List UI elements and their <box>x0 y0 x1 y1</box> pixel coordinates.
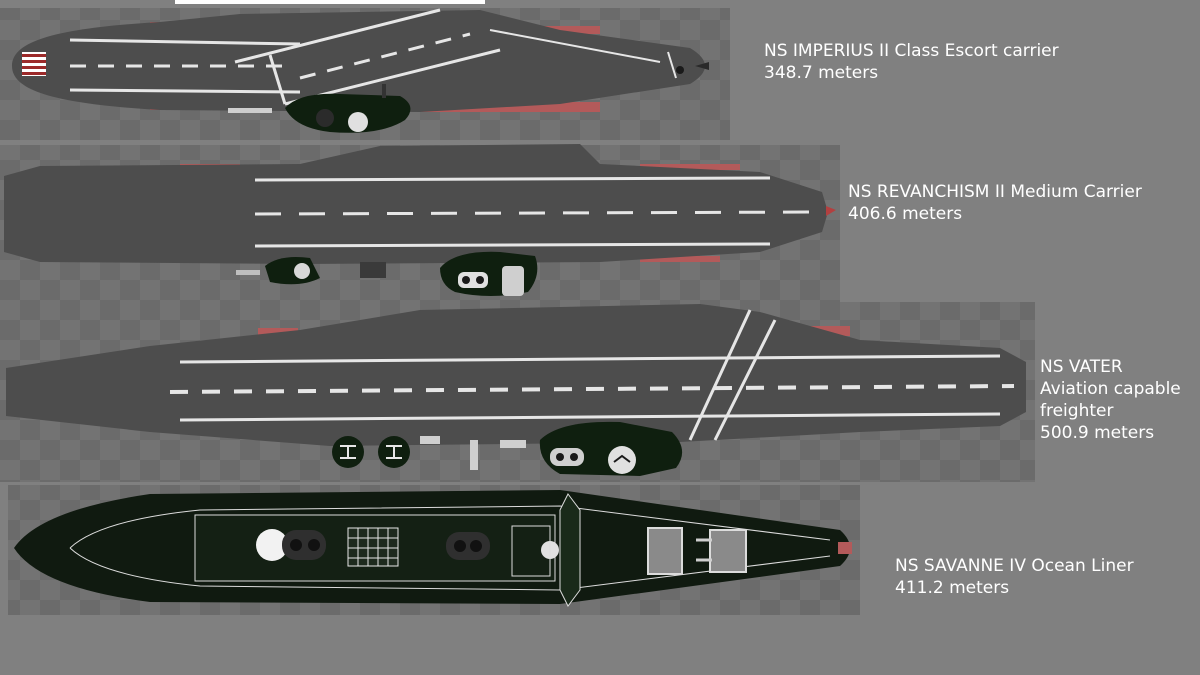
ship-savanne <box>14 490 852 607</box>
stern-hatch-marking <box>22 52 46 76</box>
bow-fixture <box>676 66 684 74</box>
flight-deck <box>12 10 705 112</box>
flight-deck <box>4 144 828 264</box>
funnel-light <box>256 529 288 561</box>
ship-label-savanne: NS SAVANNE IV Ocean Liner 411.2 meters <box>895 555 1134 599</box>
island-superstructure <box>420 421 683 476</box>
top-edge-strip <box>175 0 485 4</box>
ship-name: NS REVANCHISM II Medium Carrier <box>848 182 1142 202</box>
ship-label-vater: NS VATER Aviation capable freighter 500.… <box>1040 356 1181 444</box>
flight-deck <box>6 304 1026 446</box>
hull-red-stripe <box>420 102 600 112</box>
ship-type-line-2: freighter <box>1040 401 1114 421</box>
funnel <box>446 532 490 560</box>
island-superstructure <box>285 84 411 133</box>
island-superstructure <box>236 251 538 296</box>
ship-length: 411.2 meters <box>895 578 1010 598</box>
helipad-marking <box>378 436 410 468</box>
deck-grate <box>347 527 399 567</box>
ship-name: NS IMPERIUS II Class Escort carrier <box>764 41 1059 61</box>
ship-length: 348.7 meters <box>764 63 879 83</box>
ship-imperius <box>12 8 709 133</box>
deck-crane <box>228 108 272 113</box>
ship-length: 406.6 meters <box>848 204 963 224</box>
ship-type-line-1: Aviation capable <box>1040 379 1181 399</box>
ship-label-revanchism: NS REVANCHISM II Medium Carrier 406.6 me… <box>848 181 1142 225</box>
hull-red-stripe <box>640 256 720 262</box>
funnel <box>282 530 326 560</box>
ship-label-imperius: NS IMPERIUS II Class Escort carrier 348.… <box>764 40 1059 84</box>
hull-red-stripe <box>640 164 740 170</box>
hull-red-stripe <box>838 542 852 554</box>
ship-name: NS SAVANNE IV Ocean Liner <box>895 556 1134 576</box>
deck-hatch <box>647 527 683 575</box>
ship-length: 500.9 meters <box>1040 423 1155 443</box>
ship-name: NS VATER <box>1040 357 1123 377</box>
helipad-marking <box>332 436 364 468</box>
deck-hatch <box>709 529 747 573</box>
ship-revanchism <box>4 144 836 296</box>
ship-vater <box>6 304 1026 476</box>
